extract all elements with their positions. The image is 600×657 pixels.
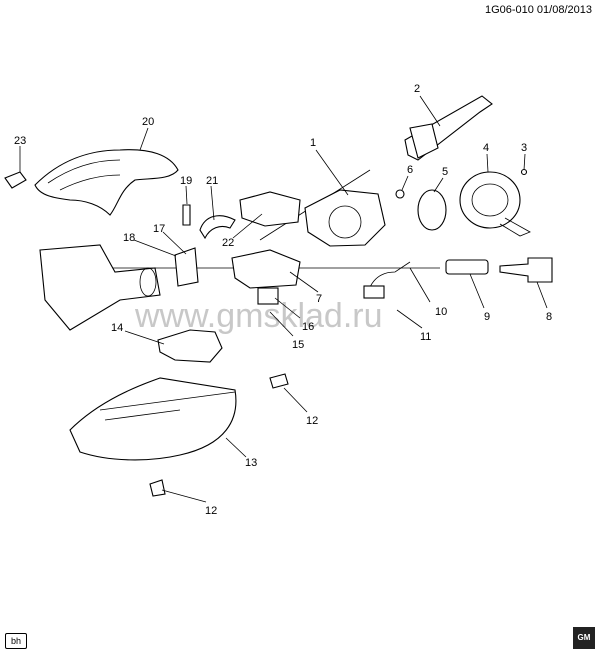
bracket-17 [174, 247, 199, 287]
callout-4: 4 [483, 142, 489, 154]
callout-21: 21 [206, 175, 218, 187]
ignition-switch [231, 249, 301, 289]
gm-logo: GM [573, 627, 595, 649]
key [499, 257, 553, 283]
bh-badge: bh [5, 633, 27, 649]
clip-part [4, 171, 27, 189]
callout-12-lower: 12 [205, 505, 217, 517]
lock-cylinder [445, 259, 489, 275]
bracket-part [199, 215, 236, 240]
switch-16 [257, 287, 279, 305]
callout-3: 3 [521, 142, 527, 154]
callout-10: 10 [435, 306, 447, 318]
spring-part [182, 204, 191, 226]
switch-housing [304, 189, 386, 247]
upper-trim-cover [34, 149, 179, 216]
lock-ring [417, 189, 447, 231]
callout-7: 7 [316, 293, 322, 305]
callout-5: 5 [442, 166, 448, 178]
callout-18: 18 [123, 232, 135, 244]
callout-13: 13 [245, 457, 257, 469]
screw-12-lower [149, 479, 166, 497]
callout-22: 22 [222, 237, 234, 249]
lower-trim-cover [69, 377, 237, 461]
lever-assembly [239, 191, 301, 227]
screw-6 [395, 189, 405, 199]
diagram-code: 1G06-010 01/08/2013 [484, 4, 592, 16]
screw-12-upper [269, 373, 289, 389]
callout-20: 20 [142, 116, 154, 128]
callout-8: 8 [546, 311, 552, 323]
callout-23: 23 [14, 135, 26, 147]
callout-16: 16 [302, 321, 314, 333]
leader-lines [19, 95, 548, 503]
column-shaft [39, 244, 161, 331]
callout-1: 1 [310, 137, 316, 149]
callout-6: 6 [407, 164, 413, 176]
screw-3 [520, 168, 528, 176]
callout-17: 17 [153, 223, 165, 235]
callout-9: 9 [484, 311, 490, 323]
callout-12-upper: 12 [306, 415, 318, 427]
callout-14: 14 [111, 322, 123, 334]
lower-bracket [157, 329, 223, 363]
callout-11: 11 [420, 331, 431, 343]
coil-assembly [459, 171, 521, 229]
callout-15: 15 [292, 339, 304, 351]
callout-19: 19 [180, 175, 192, 187]
callout-2: 2 [414, 83, 420, 95]
harness-connector [363, 285, 385, 299]
